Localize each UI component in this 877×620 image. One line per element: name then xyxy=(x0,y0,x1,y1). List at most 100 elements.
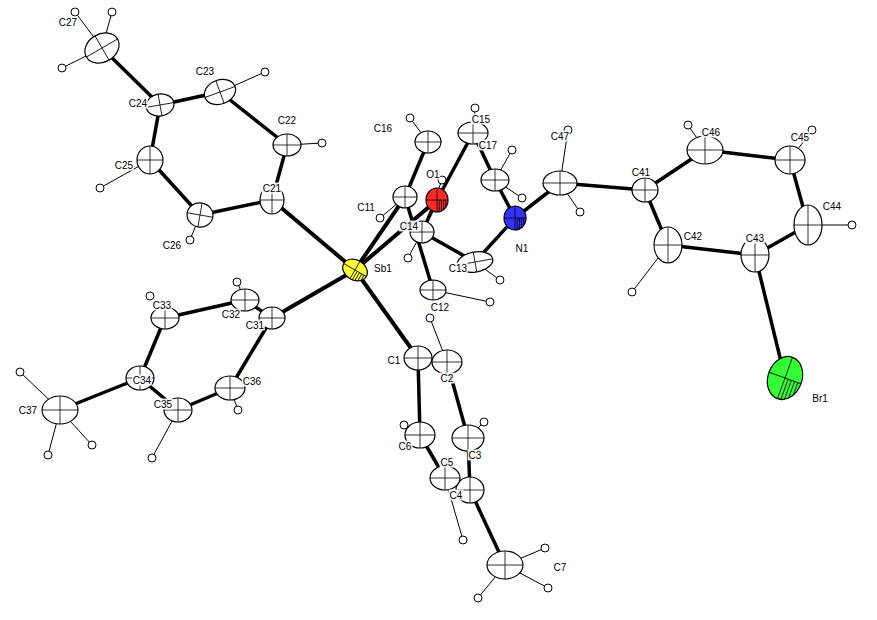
atom-ellipsoid xyxy=(415,131,441,153)
atom-ellipsoid xyxy=(543,171,577,195)
atom-label: N1 xyxy=(515,243,530,254)
atom-label: C47 xyxy=(550,131,570,142)
sb-bond xyxy=(355,200,437,270)
hydrogen-atom xyxy=(496,276,504,284)
atom-label: C23 xyxy=(195,66,215,77)
sb-bond xyxy=(272,200,355,270)
hydrogen-atom xyxy=(684,121,692,129)
atom-ellipsoid xyxy=(762,352,809,405)
atom-ellipsoid xyxy=(420,280,446,300)
atom-ellipsoid xyxy=(632,178,658,202)
atom-label: C7 xyxy=(553,562,568,573)
atom-label: C36 xyxy=(242,376,262,387)
hydrogen-atom xyxy=(318,139,326,147)
atom-ellipsoid xyxy=(126,366,154,390)
atom-label: C31 xyxy=(245,320,265,331)
atom-label: C3 xyxy=(468,450,483,461)
atom-ellipsoid xyxy=(404,346,432,370)
atom-ellipsoid xyxy=(42,396,78,424)
atom-label: C15 xyxy=(471,114,491,125)
bond xyxy=(405,197,433,290)
atom-label: C46 xyxy=(701,127,721,138)
atom-label: C5 xyxy=(440,457,455,468)
atom-label: C11 xyxy=(356,202,376,213)
atom-label: C22 xyxy=(277,115,297,126)
atom-label: C16 xyxy=(373,123,393,134)
hydrogen-atom xyxy=(486,298,494,306)
hydrogen-atom xyxy=(406,114,414,122)
hydrogen-atom xyxy=(404,254,412,262)
atom-label: C37 xyxy=(18,405,38,416)
atom-label: C45 xyxy=(790,132,810,143)
atom-label: C27 xyxy=(58,17,78,28)
atom-ellipsoid xyxy=(504,206,526,230)
hydrogen-atom xyxy=(261,68,269,76)
atom-label: C24 xyxy=(128,98,148,109)
atom-ellipsoid xyxy=(426,188,448,212)
hydrogen-atom xyxy=(16,368,24,376)
atom-ellipsoid xyxy=(144,92,175,119)
atom-ellipsoid xyxy=(487,551,523,579)
hydrogen-atom xyxy=(108,8,116,16)
atom-label: C14 xyxy=(399,221,419,232)
hydrogen-atom xyxy=(474,594,482,602)
atom-label: C17 xyxy=(478,140,498,151)
atom-label: O1 xyxy=(425,169,440,180)
hydrogen-atom xyxy=(628,288,636,296)
atom-label: C6 xyxy=(398,441,413,452)
atom-label: C13 xyxy=(448,263,468,274)
atom-label: C35 xyxy=(153,399,173,410)
hydrogen-atom xyxy=(508,146,516,154)
atom-label: C33 xyxy=(152,300,172,311)
atom-ellipsoid xyxy=(201,75,239,108)
atom-label: C32 xyxy=(221,309,241,320)
atom-label: C21 xyxy=(262,183,282,194)
atom-label: C12 xyxy=(430,302,450,313)
hydrogen-atom xyxy=(96,184,104,192)
atom-label: Sb1 xyxy=(373,263,393,274)
atom-ellipsoid xyxy=(339,255,372,285)
atom-label: C41 xyxy=(631,167,651,178)
atom-ellipsoid xyxy=(481,169,509,191)
hydrogen-atom xyxy=(471,104,479,112)
atom-ellipsoid xyxy=(273,134,301,156)
hydrogen-atom xyxy=(88,441,96,449)
atom-label: C43 xyxy=(745,233,765,244)
atom-ellipsoid xyxy=(215,376,245,400)
sb-bond xyxy=(272,270,355,318)
hydrogen-atom xyxy=(518,194,526,202)
atom-ellipsoid xyxy=(794,205,822,245)
sb-bond xyxy=(355,270,418,358)
atom-label: C2 xyxy=(440,373,455,384)
hydrogen-atom xyxy=(44,451,52,459)
hydrogen-atom xyxy=(459,536,467,544)
atom-label: Br1 xyxy=(811,393,829,404)
atom-ellipsoid xyxy=(654,227,682,263)
atom-ellipsoid xyxy=(137,146,163,174)
hydrogen-atom xyxy=(541,544,549,552)
hydrogen-atom xyxy=(426,314,434,322)
hydrogen-atom xyxy=(58,64,66,72)
atom-ellipsoid xyxy=(432,350,462,374)
hydrogen-atom xyxy=(480,418,488,426)
hydrogen-atom xyxy=(848,221,856,229)
hydrogen-atom xyxy=(544,584,552,592)
atom-label: C4 xyxy=(449,490,464,501)
atom-ellipsoid xyxy=(775,146,805,174)
hydrogen-atom xyxy=(233,278,241,286)
hydrogen-atom xyxy=(376,214,384,222)
atom-label: C1 xyxy=(387,355,402,366)
atom-label: C25 xyxy=(114,160,134,171)
atom-label: C26 xyxy=(162,240,182,251)
atom-ellipsoid xyxy=(79,27,124,69)
atom-ellipsoid xyxy=(452,425,484,451)
atom-ellipsoid xyxy=(687,136,723,164)
hydrogen-atom xyxy=(576,208,584,216)
atom-ellipsoid xyxy=(393,186,417,208)
hydrogen-atom xyxy=(186,236,194,244)
atom-ellipsoid xyxy=(430,466,460,490)
hydrogen-atom xyxy=(71,8,79,16)
atom-label: C42 xyxy=(683,231,703,242)
hydrogen-atom xyxy=(234,406,242,414)
atom-ellipsoid xyxy=(185,201,215,229)
